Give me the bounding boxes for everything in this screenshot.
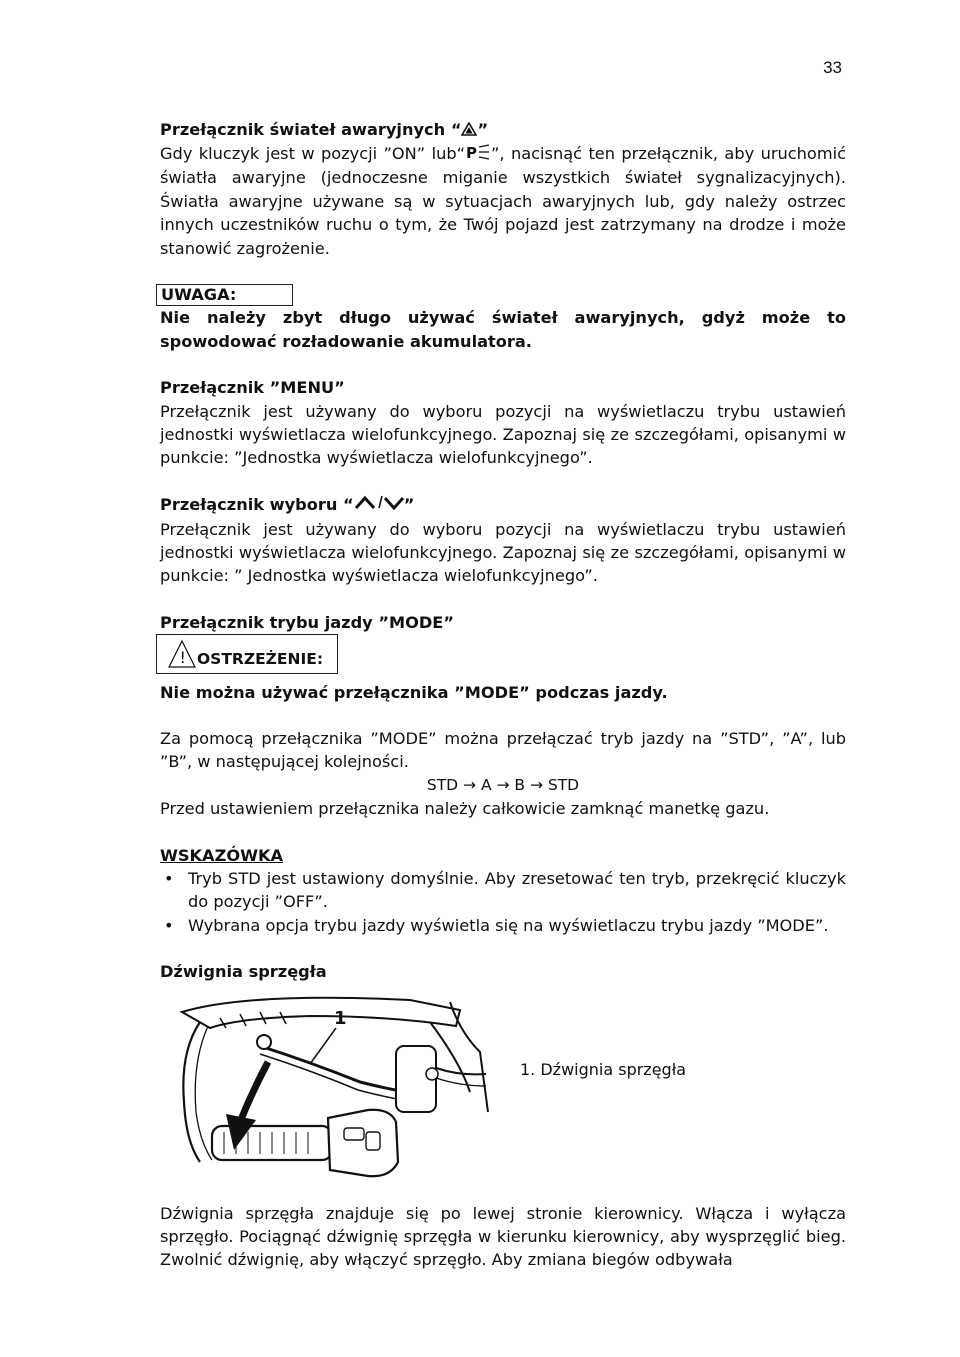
- mode-switch-title: Przełącznik trybu jazdy ”MODE”: [160, 612, 454, 632]
- select-switch-title: Przełącznik wyboru: [160, 494, 338, 514]
- hazard-text-a: Gdy kluczyk jest w pozycji ”ON” lub: [160, 144, 457, 164]
- tip-list: Tryb STD jest ustawiony domyślnie. Aby z…: [160, 867, 846, 938]
- parking-light-icon: P: [465, 143, 491, 166]
- select-switch-heading: Przełącznik wyboru “ ”: [160, 493, 846, 518]
- notice-label: UWAGA:: [161, 285, 237, 305]
- page-number: 33: [823, 58, 842, 77]
- hazard-switch-text: Gdy kluczyk jest w pozycji ”ON” lub“P ”, …: [160, 142, 846, 260]
- figure-caption: 1. Dźwignia sprzęgła: [520, 1059, 687, 1079]
- quote-open-2: “: [456, 144, 465, 164]
- quote-open: “: [450, 120, 462, 139]
- hazard-triangle-icon: [461, 119, 478, 142]
- warning-box: ! OSTRZEŻENIE:: [156, 634, 338, 675]
- clutch-figure-row: 1 1. Dźwignia sprzęgła: [160, 992, 846, 1192]
- quote-open-3: “: [343, 494, 354, 514]
- quote-close: ”: [477, 120, 489, 139]
- figure-callout-number: 1: [334, 1008, 347, 1029]
- quote-close-2: ”: [491, 144, 500, 164]
- clutch-text: Dźwignia sprzęgła znajduje się po lewej …: [160, 1203, 846, 1270]
- warning-triangle-icon: !: [168, 639, 196, 668]
- quote-close-3: ”: [403, 494, 415, 514]
- select-switch-text: Przełącznik jest używany do wyboru pozyc…: [160, 519, 846, 586]
- tip-item: Tryb STD jest ustawiony domyślnie. Aby z…: [160, 867, 846, 914]
- tip-label: WSKAZÓWKA: [160, 845, 284, 865]
- tip-item: Wybrana opcja trybu jazdy wyświetla się …: [160, 914, 846, 938]
- mode-text-2: Przed ustawieniem przełącznika należy ca…: [160, 799, 770, 819]
- mode-sequence: STD → A → B → STD: [426, 775, 580, 794]
- svg-text:!: !: [180, 648, 186, 667]
- hazard-text-b: , nacisnąć ten przełącznik, aby uruchomi…: [160, 144, 846, 258]
- mode-text-1: Za pomocą przełącznika ”MODE” można prze…: [160, 729, 846, 772]
- clutch-title: Dźwignia sprzęgła: [160, 962, 327, 982]
- notice-text: Nie należy zbyt długo używać świateł awa…: [160, 308, 846, 351]
- hazard-switch-title: Przełącznik świateł awaryjnych: [160, 120, 446, 139]
- menu-switch-text: Przełącznik jest używany do wyboru pozyc…: [160, 401, 846, 468]
- up-down-arrows-icon: [354, 493, 404, 517]
- notice-label-box: UWAGA:: [156, 284, 294, 307]
- hazard-switch-heading: Przełącznik świateł awaryjnych “ ”: [160, 118, 846, 142]
- menu-switch-title: Przełącznik ”MENU”: [160, 378, 345, 398]
- warning-text: Nie można używać przełącznika ”MODE” pod…: [160, 682, 668, 702]
- warning-label: OSTRZEŻENIE:: [197, 649, 324, 668]
- svg-text:P: P: [466, 144, 477, 160]
- clutch-lever-illustration: 1: [179, 996, 489, 1177]
- page-content: Przełącznik świateł awaryjnych “ ” Gdy kl…: [156, 118, 846, 1272]
